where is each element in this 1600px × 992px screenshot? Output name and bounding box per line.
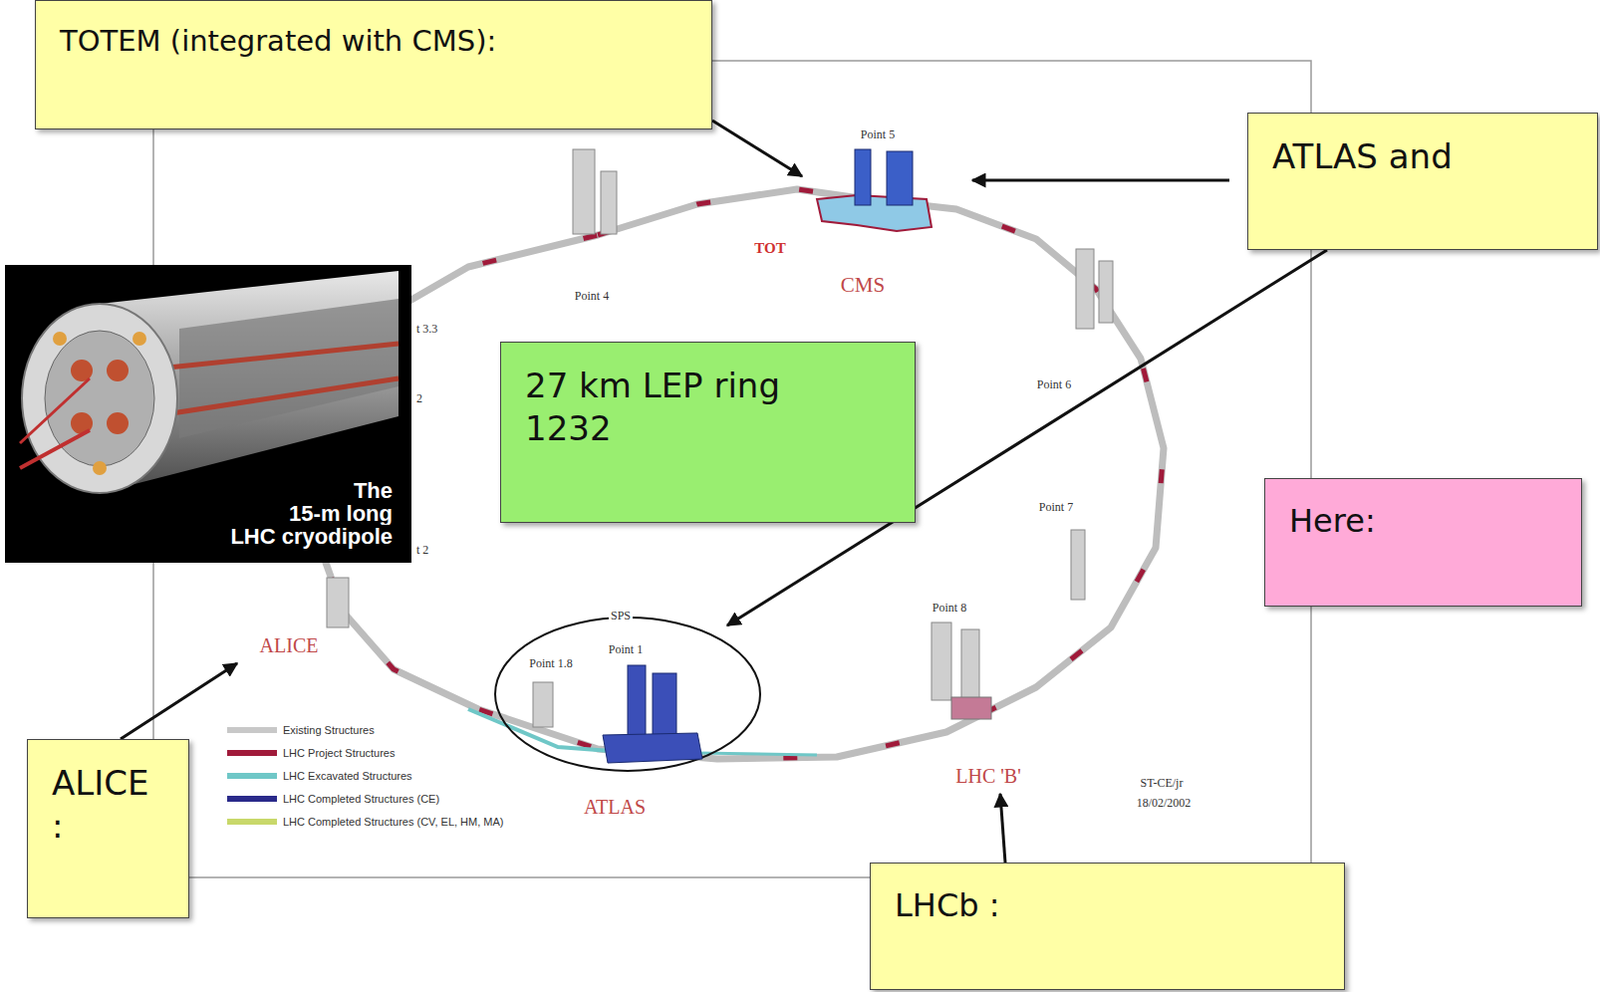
atlas-cavern-part — [627, 665, 646, 738]
experiment-label: ATLAS — [581, 796, 648, 818]
cryodipole-picture-part — [92, 461, 107, 476]
access-shafts-part — [572, 149, 595, 235]
point-label: Point 1.8 — [527, 657, 574, 671]
cryodipole-picture-part — [139, 343, 399, 371]
cryodipole-picture-part — [106, 412, 129, 435]
legend-text: LHC Completed Structures (CV, EL, HM, MA… — [282, 814, 505, 829]
callout-text: Here: — [1289, 501, 1376, 541]
point-label: Point 4 — [572, 289, 611, 303]
callout-text: TOTEM (integrated with CMS): — [59, 22, 497, 59]
access-shafts-part — [600, 171, 617, 235]
lhc-ring — [310, 189, 1164, 760]
sps-ring-part — [495, 617, 761, 772]
callout-text: 27 km LEP ring — [525, 364, 781, 408]
point-label: Point 6 — [1035, 378, 1073, 392]
ring-label: SPS — [608, 609, 633, 623]
cryodipole-picture-part — [19, 378, 90, 444]
legend-swatch — [227, 796, 277, 802]
experiment-label: ALICE — [258, 634, 321, 657]
cms-cavern — [816, 149, 932, 232]
atlas-cavern — [602, 665, 703, 764]
legend-swatch — [227, 773, 277, 780]
callout-text: 1232 — [525, 407, 612, 451]
cryodipole-picture-part — [132, 331, 147, 346]
legend-swatch — [227, 818, 277, 825]
access-shafts-part — [951, 697, 992, 720]
legend-text: LHC Project Structures — [282, 746, 395, 761]
cryodipole-picture-part — [4, 265, 412, 563]
callout-text: ALICE : — [51, 762, 162, 847]
access-shafts-part — [931, 622, 952, 701]
experiment-label: LHC 'B' — [953, 765, 1024, 788]
callout-box: TOTEM (integrated with CMS): — [34, 0, 713, 130]
leader-arrows-part — [972, 179, 1230, 183]
callout-box: ALICE : — [26, 739, 190, 919]
access-shafts-part — [326, 577, 349, 628]
access-shafts-part — [1070, 530, 1085, 600]
access-shafts-part — [961, 629, 980, 700]
cms-cavern-part — [854, 149, 871, 206]
drawing-date: 18/02/2002 — [1134, 797, 1194, 810]
cms-cavern-part — [816, 195, 932, 232]
lhc-ring-part — [310, 189, 1164, 760]
callout-box: Here: — [1264, 478, 1583, 607]
callout-text: LHCb : — [894, 885, 1001, 926]
leader-arrows-part — [1000, 794, 1006, 863]
leader-arrows-part — [120, 663, 238, 740]
cms-cavern-part — [886, 151, 913, 206]
callout-box: LHCb : — [869, 862, 1345, 991]
sps-ring — [495, 617, 761, 772]
cryodipole-picture-part — [21, 303, 178, 494]
experiment-label: CMS — [838, 273, 887, 297]
access-shafts-part — [1098, 261, 1113, 323]
legend-text: Existing Structures — [282, 723, 375, 738]
point-label: 2 — [414, 392, 425, 406]
experiment-label: TOT — [752, 240, 788, 258]
cryodipole-picture-part — [19, 430, 90, 469]
picture-caption: The — [351, 479, 395, 504]
drawing-reference: ST-CE/jr — [1138, 777, 1186, 791]
leader-arrows-part — [712, 120, 802, 177]
point-label: Point 5 — [858, 128, 897, 142]
lhc-ring-part — [697, 753, 817, 756]
point-label: Point 8 — [930, 601, 969, 615]
lhc-ring-part — [310, 189, 1164, 760]
cryodipole-picture — [4, 265, 412, 563]
point-label: Point 7 — [1037, 501, 1075, 515]
access-shafts-part — [1075, 249, 1094, 329]
callout-box: ATLAS and — [1247, 112, 1599, 251]
info-box: 27 km LEP ring1232 — [500, 341, 916, 524]
access-shafts-part — [533, 682, 553, 728]
callout-text: ATLAS and — [1272, 135, 1453, 179]
legend-swatch — [227, 727, 277, 734]
picture-caption: LHC cryodipole — [228, 525, 395, 549]
picture-caption: 15-m long — [286, 502, 395, 527]
point-label: Point 1 — [606, 643, 645, 657]
atlas-cavern-part — [602, 733, 703, 764]
point-label: t 2 — [414, 543, 431, 557]
legend-swatch — [227, 750, 277, 757]
cryodipole-picture-part — [52, 331, 67, 346]
legend-text: LHC Completed Structures (CE) — [282, 792, 440, 806]
legend-text: LHC Excavated Structures — [282, 769, 413, 784]
access-shafts — [326, 149, 1113, 728]
point-label: t 3.3 — [414, 322, 440, 336]
atlas-cavern-part — [652, 673, 677, 738]
cryodipole-picture-part — [106, 359, 129, 382]
cryodipole-picture-part — [179, 298, 399, 439]
